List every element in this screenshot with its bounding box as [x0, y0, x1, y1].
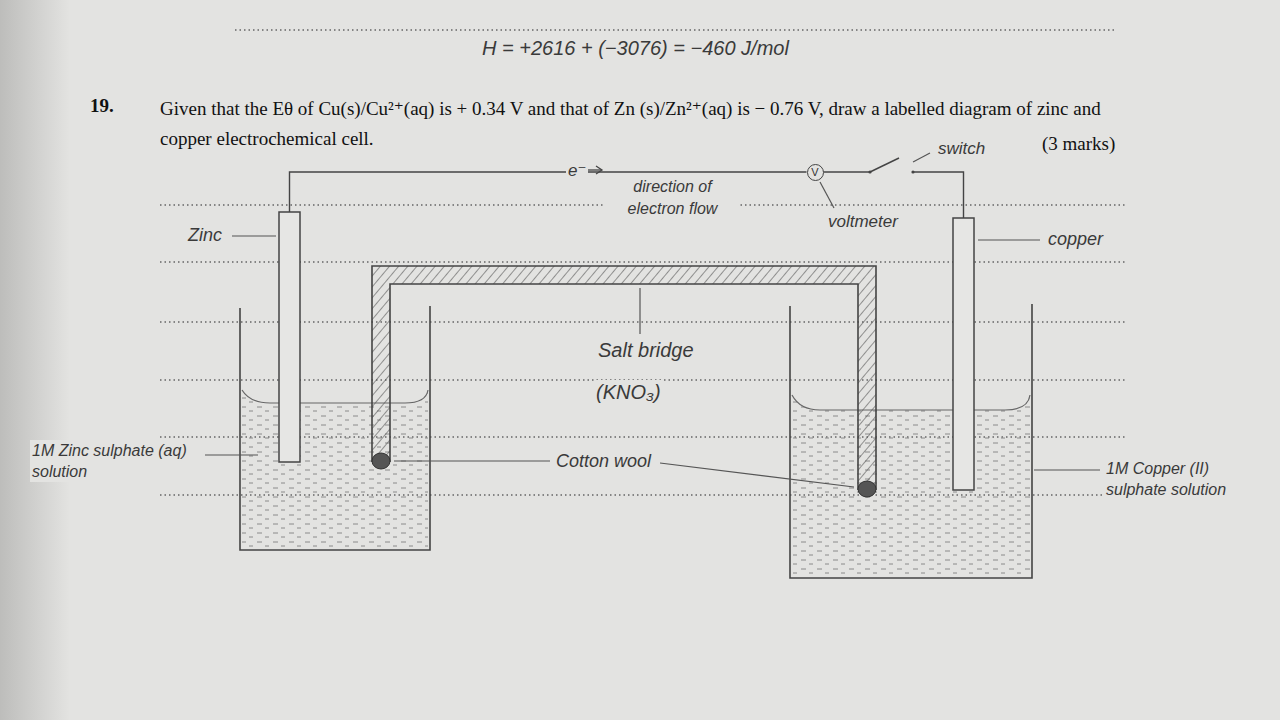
electron-arrow	[587, 169, 601, 170]
answer-line	[160, 321, 1125, 322]
solution-label: 1M Copper (II) sulphate solution	[1104, 458, 1262, 500]
beaker	[240, 306, 430, 550]
wire	[824, 171, 871, 172]
copper-electrode	[953, 218, 974, 490]
wire	[913, 172, 964, 218]
answer-line	[160, 261, 1125, 262]
leader-line	[978, 239, 1040, 240]
part-label: copper	[1046, 228, 1105, 251]
liquid-surface	[792, 395, 1030, 410]
note-label: direction of electron flow	[605, 176, 740, 220]
beaker	[790, 304, 1032, 578]
part-label: Zinc	[186, 224, 224, 247]
salt-bridge-tube	[390, 284, 858, 490]
voltmeter-symbol: V	[807, 164, 824, 181]
salt-bridge-tube	[372, 266, 876, 490]
copper-sulphate-liquid	[792, 395, 1030, 576]
zinc-electrode	[279, 212, 300, 462]
working-line: H = +2616 + (−3076) = −460 J/mol	[480, 36, 791, 61]
salt-bridge-hatch	[372, 266, 876, 490]
electron-arrowhead	[596, 166, 602, 174]
solution-label: 1M Zinc sulphate (aq) solution	[30, 440, 202, 482]
cotton-wool-plug	[372, 453, 390, 469]
leader-line	[913, 153, 930, 162]
leader-line	[639, 288, 640, 334]
cotton-wool-plug	[858, 481, 876, 497]
marks: (3 marks)	[1040, 132, 1117, 156]
leader-line	[1034, 469, 1100, 470]
answer-line	[235, 29, 1115, 30]
part-label: switch	[936, 138, 987, 159]
page-shadow	[0, 0, 70, 720]
meter-letter: V	[811, 167, 818, 178]
switch-blade	[870, 158, 899, 172]
leader-lines	[205, 153, 1100, 487]
liquid-surface	[242, 390, 428, 403]
question-number: 19.	[88, 94, 116, 118]
leader-line	[205, 454, 258, 455]
leader-line	[394, 460, 550, 461]
leader-line	[820, 182, 834, 208]
leader-line	[232, 235, 276, 236]
formula-label: (KNO₃)	[594, 380, 663, 405]
electron-symbol: e⁻	[566, 160, 588, 181]
part-label: voltmeter	[826, 211, 900, 232]
leader-line	[660, 463, 854, 487]
zinc-sulphate-liquid	[242, 390, 428, 548]
part-label: Salt bridge	[596, 338, 696, 363]
part-label: Cotton wool	[554, 450, 653, 473]
